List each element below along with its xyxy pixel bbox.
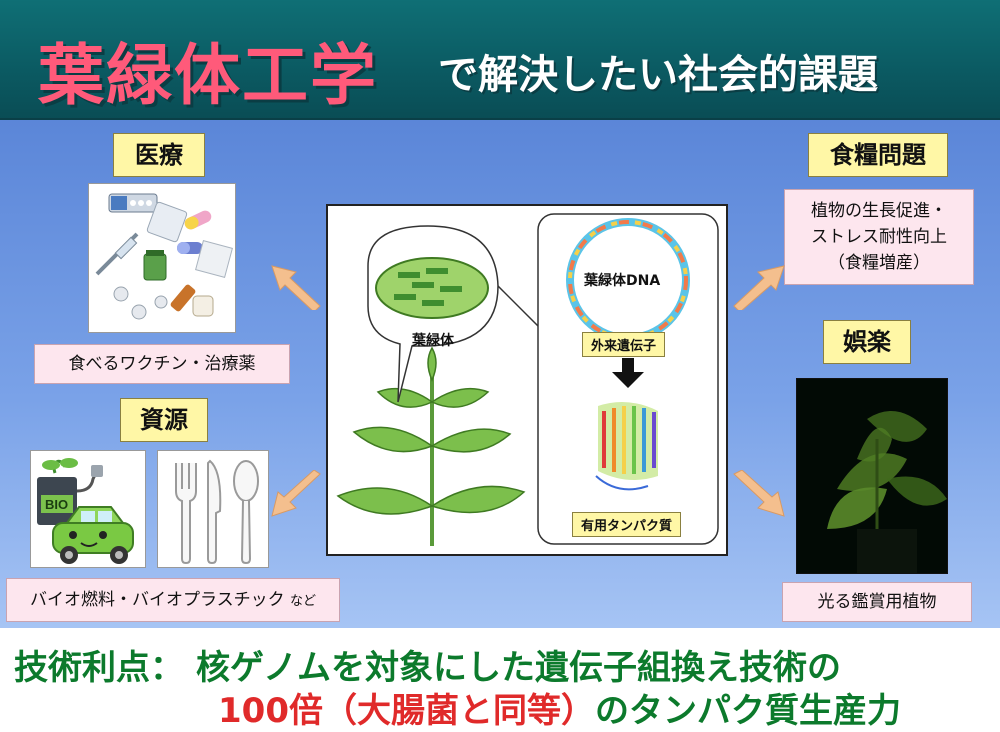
foreign-gene-tag: 外来遺伝子 [582,332,666,357]
caption-food-line-2: ストレス耐性向上 [811,227,947,247]
footer-line-1-text: 核ゲノムを対象にした遺伝子組換え技術の [196,648,841,688]
footer-line-2-text: のタンパク質生産力 [594,691,901,731]
cutlery-icon [175,459,259,565]
arrow-to-resource-icon [271,470,321,517]
glowing-plant-icon [827,411,947,573]
plant-chloroplast-illustration-icon [336,213,719,546]
footer-line-1: 技術利点： 核ゲノムを対象にした遺伝子組換え技術の [14,640,841,689]
cutlery-image [157,450,269,568]
title-sub: で解決したい社会的課題 [438,52,878,98]
chloroplast-label: 葉緑体 [412,333,454,349]
caption-medical: 食べるワクチン・治療薬 [34,344,290,384]
footer-lead: 技術利点： [14,648,184,688]
caption-resource-suffix: など [290,594,317,609]
biofuel-car-image: BIO [30,450,146,568]
caption-food-line-1: 植物の生長促進・ [811,201,947,221]
caption-resource: バイオ燃料・バイオプラスチック など [6,578,340,622]
label-entertainment: 娯楽 [823,320,911,364]
chloroplast-dna-label: 葉緑体DNA [584,273,661,289]
footer-panel [0,628,1000,732]
caption-entertainment: 光る鑑賞用植物 [782,582,972,622]
biofuel-car-icon: BIO [37,458,134,564]
header-banner: 葉緑体工学 で解決したい社会的課題 [0,0,1000,120]
footer-line-2: 100倍（大腸菌と同等）のタンパク質生産力 [218,683,901,732]
label-medical: 医療 [113,133,205,177]
footer-highlight: 100倍（大腸菌と同等） [218,691,595,731]
caption-food-line-3: （食糧増産） [828,253,930,273]
label-food: 食糧問題 [808,133,948,177]
title-main: 葉緑体工学 [38,37,378,114]
caption-resource-main: バイオ燃料・バイオプラスチック [29,590,285,610]
useful-protein-tag: 有用タンパク質 [572,512,682,537]
arrow-to-food-icon [733,265,785,310]
bio-badge: BIO [45,497,68,512]
arrow-to-medical-icon [271,265,321,310]
glowing-plant-photo [796,378,948,574]
protein-structure-icon [595,402,658,491]
caption-food: 植物の生長促進・ ストレス耐性向上 （食糧増産） [784,189,974,285]
medicine-image [88,183,236,333]
medicine-illustration-icon [95,193,233,320]
chloroplast-engineering-diagram: 葉緑体 葉緑体DNA 外来遺伝子 有用タンパク質 [326,204,728,556]
label-resource: 資源 [120,398,208,442]
arrow-to-entertainment-icon [733,470,785,517]
